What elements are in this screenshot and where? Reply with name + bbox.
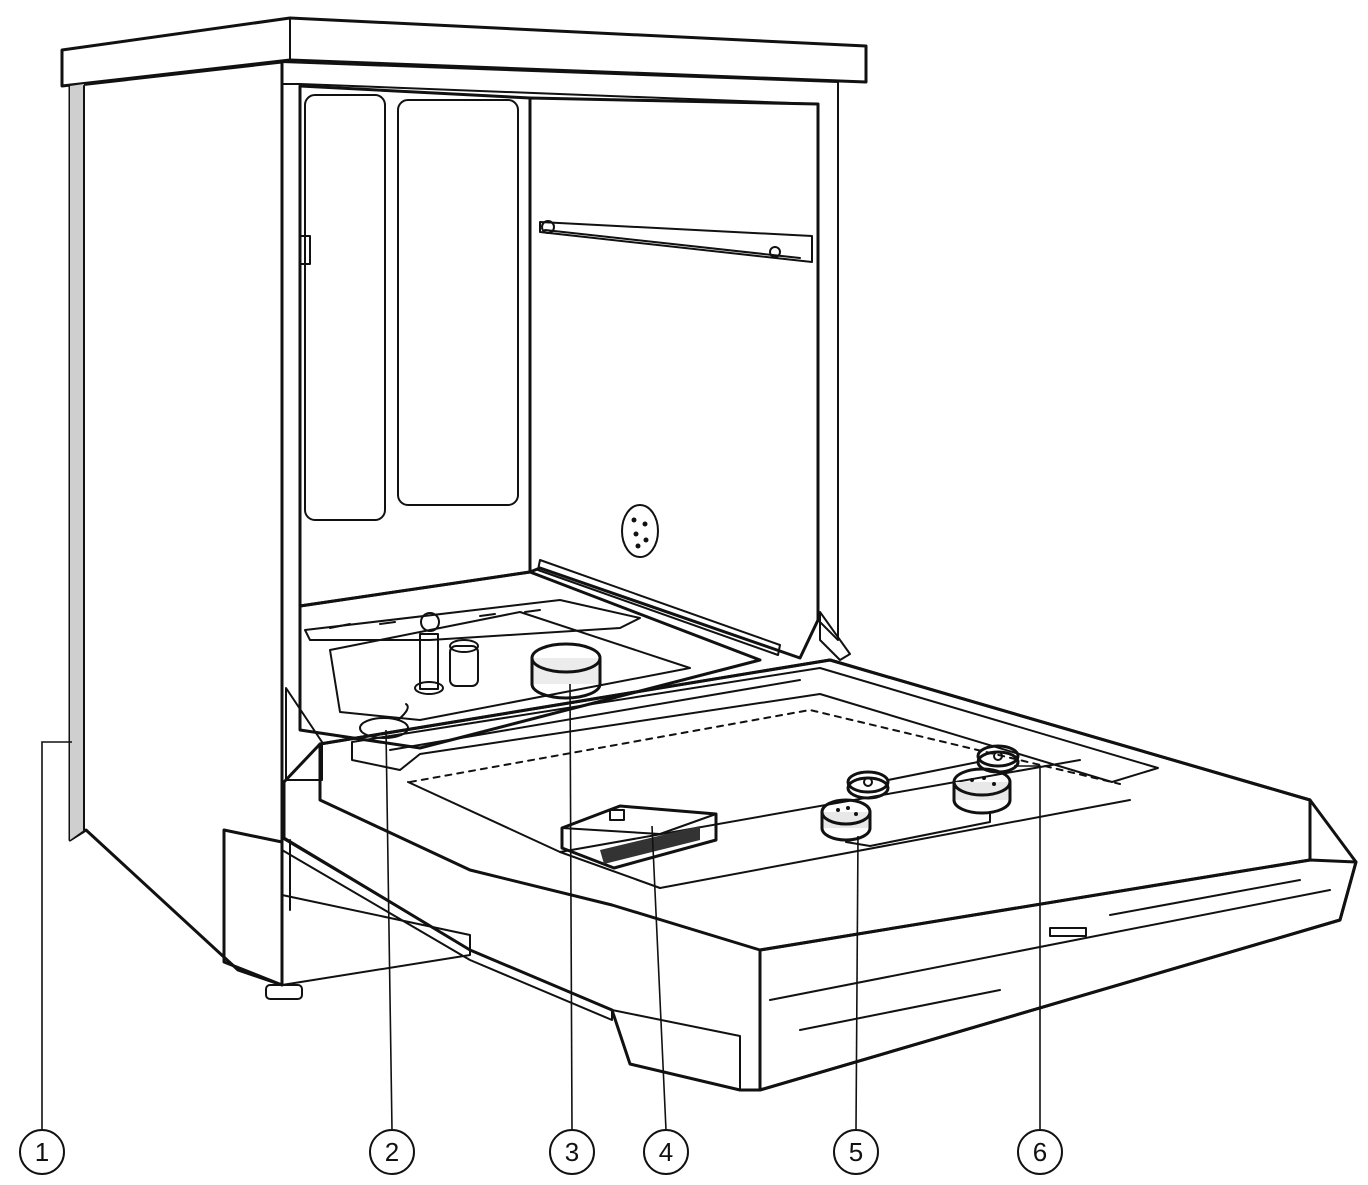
lower-spray-arm <box>304 599 641 641</box>
callout-2: 2 <box>369 1129 415 1175</box>
callout-3: 3 <box>549 1129 595 1175</box>
callout-6-label: 6 <box>1033 1137 1047 1167</box>
filter-post <box>414 633 479 695</box>
leader-2 <box>385 729 393 1131</box>
cabinet-foot <box>265 984 303 1000</box>
callouts: 1 2 3 4 5 6 <box>19 1129 1063 1175</box>
nozzle-rear-right <box>952 767 1012 815</box>
door-upper-nozzles <box>846 744 1020 800</box>
callout-1-label: 1 <box>35 1137 49 1167</box>
door-front-edge <box>758 858 1358 1092</box>
callout-5: 5 <box>833 1129 879 1175</box>
basket-runner-rail <box>539 220 813 263</box>
leader-lines <box>41 683 1041 1131</box>
leader-4 <box>651 825 667 1131</box>
interior-floor <box>298 570 762 750</box>
cabinet-side-panel <box>68 60 284 987</box>
interior-side-wall <box>528 96 820 660</box>
nozzle-front-left <box>820 798 872 842</box>
salt-reservoir-cap <box>530 642 602 700</box>
open-door <box>281 611 1358 1092</box>
callout-1: 1 <box>19 1129 65 1175</box>
detergent-dispenser <box>560 804 718 870</box>
callout-3-label: 3 <box>565 1137 579 1167</box>
cabinet <box>60 16 868 1000</box>
lower-runner-rail <box>537 559 781 656</box>
callout-2-label: 2 <box>385 1137 399 1167</box>
callout-6: 6 <box>1017 1129 1063 1175</box>
side-wall-nozzle <box>621 504 659 558</box>
callout-5-label: 5 <box>849 1137 863 1167</box>
wash-cabinet-interior <box>298 84 820 750</box>
interior-back-wall <box>298 84 532 608</box>
door-spray-nozzles <box>820 767 1012 847</box>
leader-3 <box>569 683 573 1131</box>
cabinet-top-lid <box>60 16 868 88</box>
callout-4-label: 4 <box>659 1137 673 1167</box>
leader-1 <box>41 741 72 1130</box>
leader-6 <box>1014 765 1041 1130</box>
cabinet-plinth <box>222 828 284 987</box>
leader-5 <box>855 835 859 1131</box>
callout-4: 4 <box>643 1129 689 1175</box>
